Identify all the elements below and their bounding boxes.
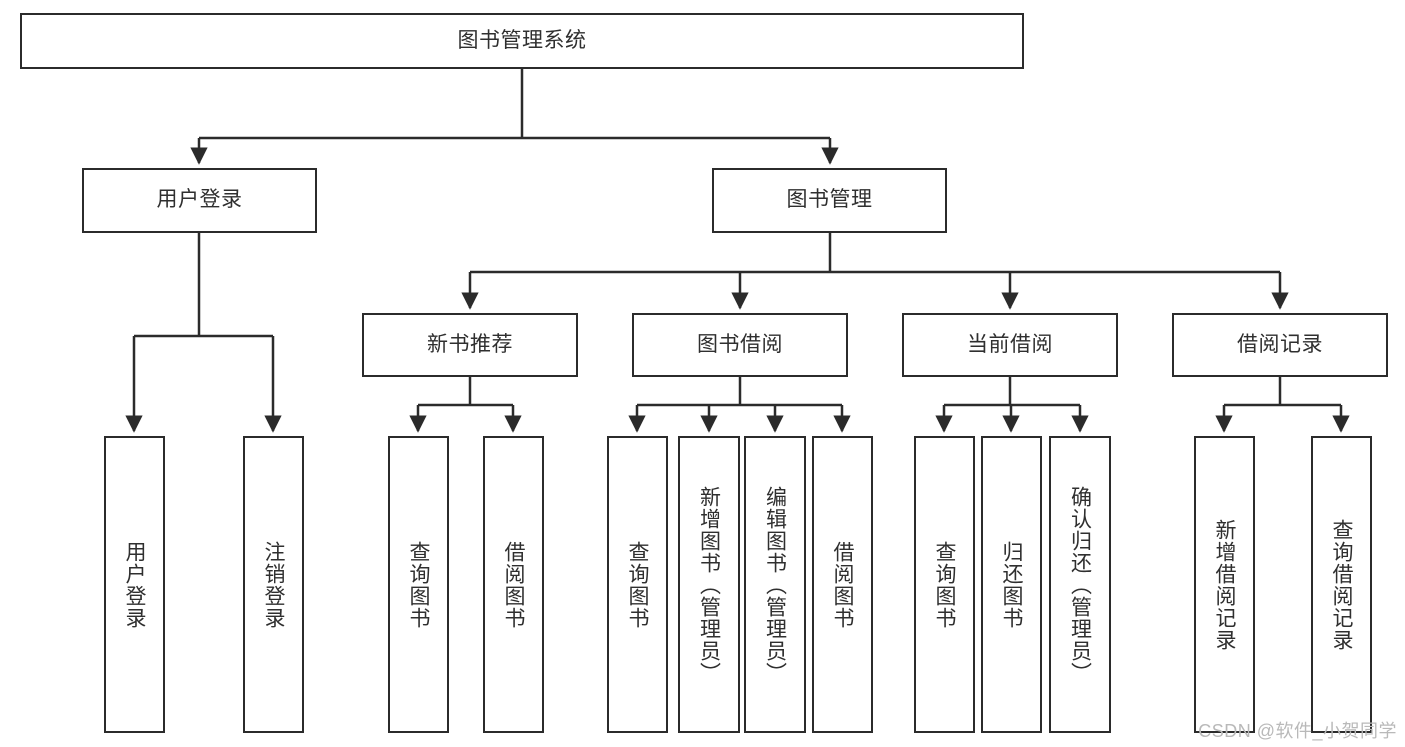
leaf-edit-book-admin[interactable]: 编辑图书（管理员）: [744, 436, 806, 733]
node-new-book-recommend[interactable]: 新书推荐: [362, 313, 578, 377]
node-user-login[interactable]: 用户登录: [82, 168, 317, 233]
leaf-confirm-return-admin-label: 确认归还（管理员）: [1068, 485, 1092, 684]
leaf-borrow-book-recommend-label: 借阅图书: [502, 540, 525, 629]
leaf-query-borrow-record[interactable]: 查询借阅记录: [1311, 436, 1372, 733]
leaf-query-book-recommend-label: 查询图书: [407, 540, 430, 629]
leaf-add-borrow-record[interactable]: 新增借阅记录: [1194, 436, 1255, 733]
node-book-borrow[interactable]: 图书借阅: [632, 313, 848, 377]
leaf-return-book-label: 归还图书: [1000, 540, 1023, 629]
node-book-management-label: 图书管理: [786, 188, 873, 212]
leaf-query-borrow-record-label: 查询借阅记录: [1330, 518, 1353, 651]
leaf-return-book[interactable]: 归还图书: [981, 436, 1042, 733]
node-user-login-label: 用户登录: [156, 188, 243, 212]
node-root-label: 图书管理系统: [457, 28, 587, 52]
node-borrow-record[interactable]: 借阅记录: [1172, 313, 1388, 377]
leaf-logout-label: 注销登录: [262, 540, 285, 629]
node-root[interactable]: 图书管理系统: [20, 13, 1024, 69]
leaf-query-book-borrow[interactable]: 查询图书: [607, 436, 668, 733]
leaf-edit-book-admin-label: 编辑图书（管理员）: [763, 485, 787, 684]
leaf-borrow-book-borrow-label: 借阅图书: [831, 540, 854, 629]
node-new-book-recommend-label: 新书推荐: [427, 332, 513, 356]
leaf-user-login-label: 用户登录: [123, 540, 146, 629]
leaf-query-book-borrow-label: 查询图书: [626, 540, 649, 629]
leaf-confirm-return-admin[interactable]: 确认归还（管理员）: [1049, 436, 1111, 733]
leaf-user-login[interactable]: 用户登录: [104, 436, 165, 733]
node-current-borrow[interactable]: 当前借阅: [902, 313, 1118, 377]
leaf-query-book-current[interactable]: 查询图书: [914, 436, 975, 733]
node-current-borrow-label: 当前借阅: [967, 332, 1053, 356]
leaf-logout[interactable]: 注销登录: [243, 436, 304, 733]
leaf-add-book-admin[interactable]: 新增图书（管理员）: [678, 436, 740, 733]
node-book-borrow-label: 图书借阅: [697, 332, 783, 356]
leaf-add-borrow-record-label: 新增借阅记录: [1213, 518, 1236, 651]
leaf-add-book-admin-label: 新增图书（管理员）: [697, 485, 721, 684]
leaf-borrow-book-borrow[interactable]: 借阅图书: [812, 436, 873, 733]
node-borrow-record-label: 借阅记录: [1237, 332, 1323, 356]
watermark-text: CSDN @软件_小贺同学: [1198, 721, 1397, 741]
leaf-query-book-recommend[interactable]: 查询图书: [388, 436, 449, 733]
node-book-management[interactable]: 图书管理: [712, 168, 947, 233]
leaf-query-book-current-label: 查询图书: [933, 540, 956, 629]
leaf-borrow-book-recommend[interactable]: 借阅图书: [483, 436, 544, 733]
